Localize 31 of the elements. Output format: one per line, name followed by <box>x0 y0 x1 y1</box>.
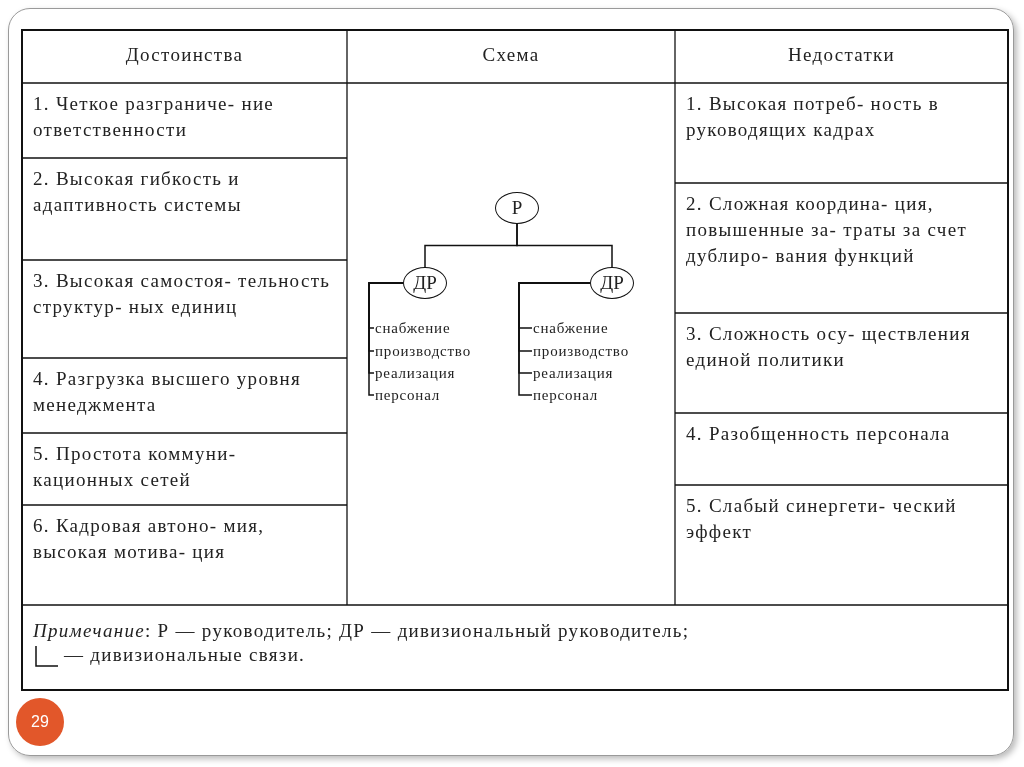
disadvantage-text: 1. Высокая потреб- ность в руководящих кадрах <box>686 92 940 142</box>
connector-line <box>518 282 591 396</box>
function-text: реализация <box>375 363 456 383</box>
advantage-text: 1. Четкое разграниче- ние ответственности <box>33 92 276 142</box>
connector-line <box>368 282 404 396</box>
function-text: снабжение <box>533 318 609 338</box>
disadvantage-text: 5. Слабый синергети- ческий эффект <box>686 494 958 544</box>
advantage-text: 2. Высокая гибкость и адаптивность системы <box>33 167 243 217</box>
function-text: производство <box>375 341 471 361</box>
disadvantage-text: 4. Разобщенность персонала <box>686 422 952 446</box>
function-text: производство <box>533 341 629 361</box>
function-text: снабжение <box>375 318 451 338</box>
page-number-badge: 29 <box>16 698 64 746</box>
column-header: Схема <box>481 44 541 66</box>
column-header: Достоинства <box>124 44 245 66</box>
function-text: реализация <box>533 363 614 383</box>
legend-text: — дивизиональные связи. <box>64 643 307 667</box>
advantage-text: 3. Высокая самостоя- тельность структур- ных единиц <box>33 269 332 319</box>
manager-circle: Р <box>495 192 539 224</box>
disadvantage-text: 3. Сложность осу- ществления единой политики <box>686 322 972 372</box>
advantage-text: 5. Простота коммуни- кационных сетей <box>33 442 238 492</box>
function-text: персонал <box>375 385 441 405</box>
note-text: Примечание: Р — руководитель; ДР — дивизиональный руководитель; <box>33 619 691 643</box>
function-text: персонал <box>533 385 599 405</box>
manager-circle: ДР <box>403 267 447 299</box>
column-header: Недостатки <box>786 44 897 66</box>
manager-circle: ДР <box>590 267 634 299</box>
advantage-text: 6. Кадровая автоно- мия, высокая мотива- ция <box>33 514 266 564</box>
disadvantage-text: 2. Сложная координа- ция, повышенные за- траты за счет дублиро- вания функций <box>686 192 968 268</box>
advantage-text: 4. Разгрузка высшего уровня менеджмента <box>33 367 302 417</box>
connector-line <box>516 223 613 268</box>
